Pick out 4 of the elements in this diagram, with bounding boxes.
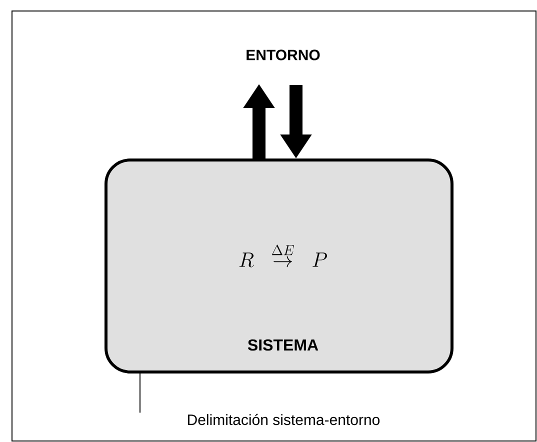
formula: $R \;\; \overset{\Delta E}{\rightarrow} \;\; P$	[239, 244, 327, 268]
boundary-label: Delimitación sistema-entorno	[188, 414, 380, 426]
heading: ENTORNO	[246, 50, 320, 60]
box-label: SISTEMA	[248, 339, 318, 351]
